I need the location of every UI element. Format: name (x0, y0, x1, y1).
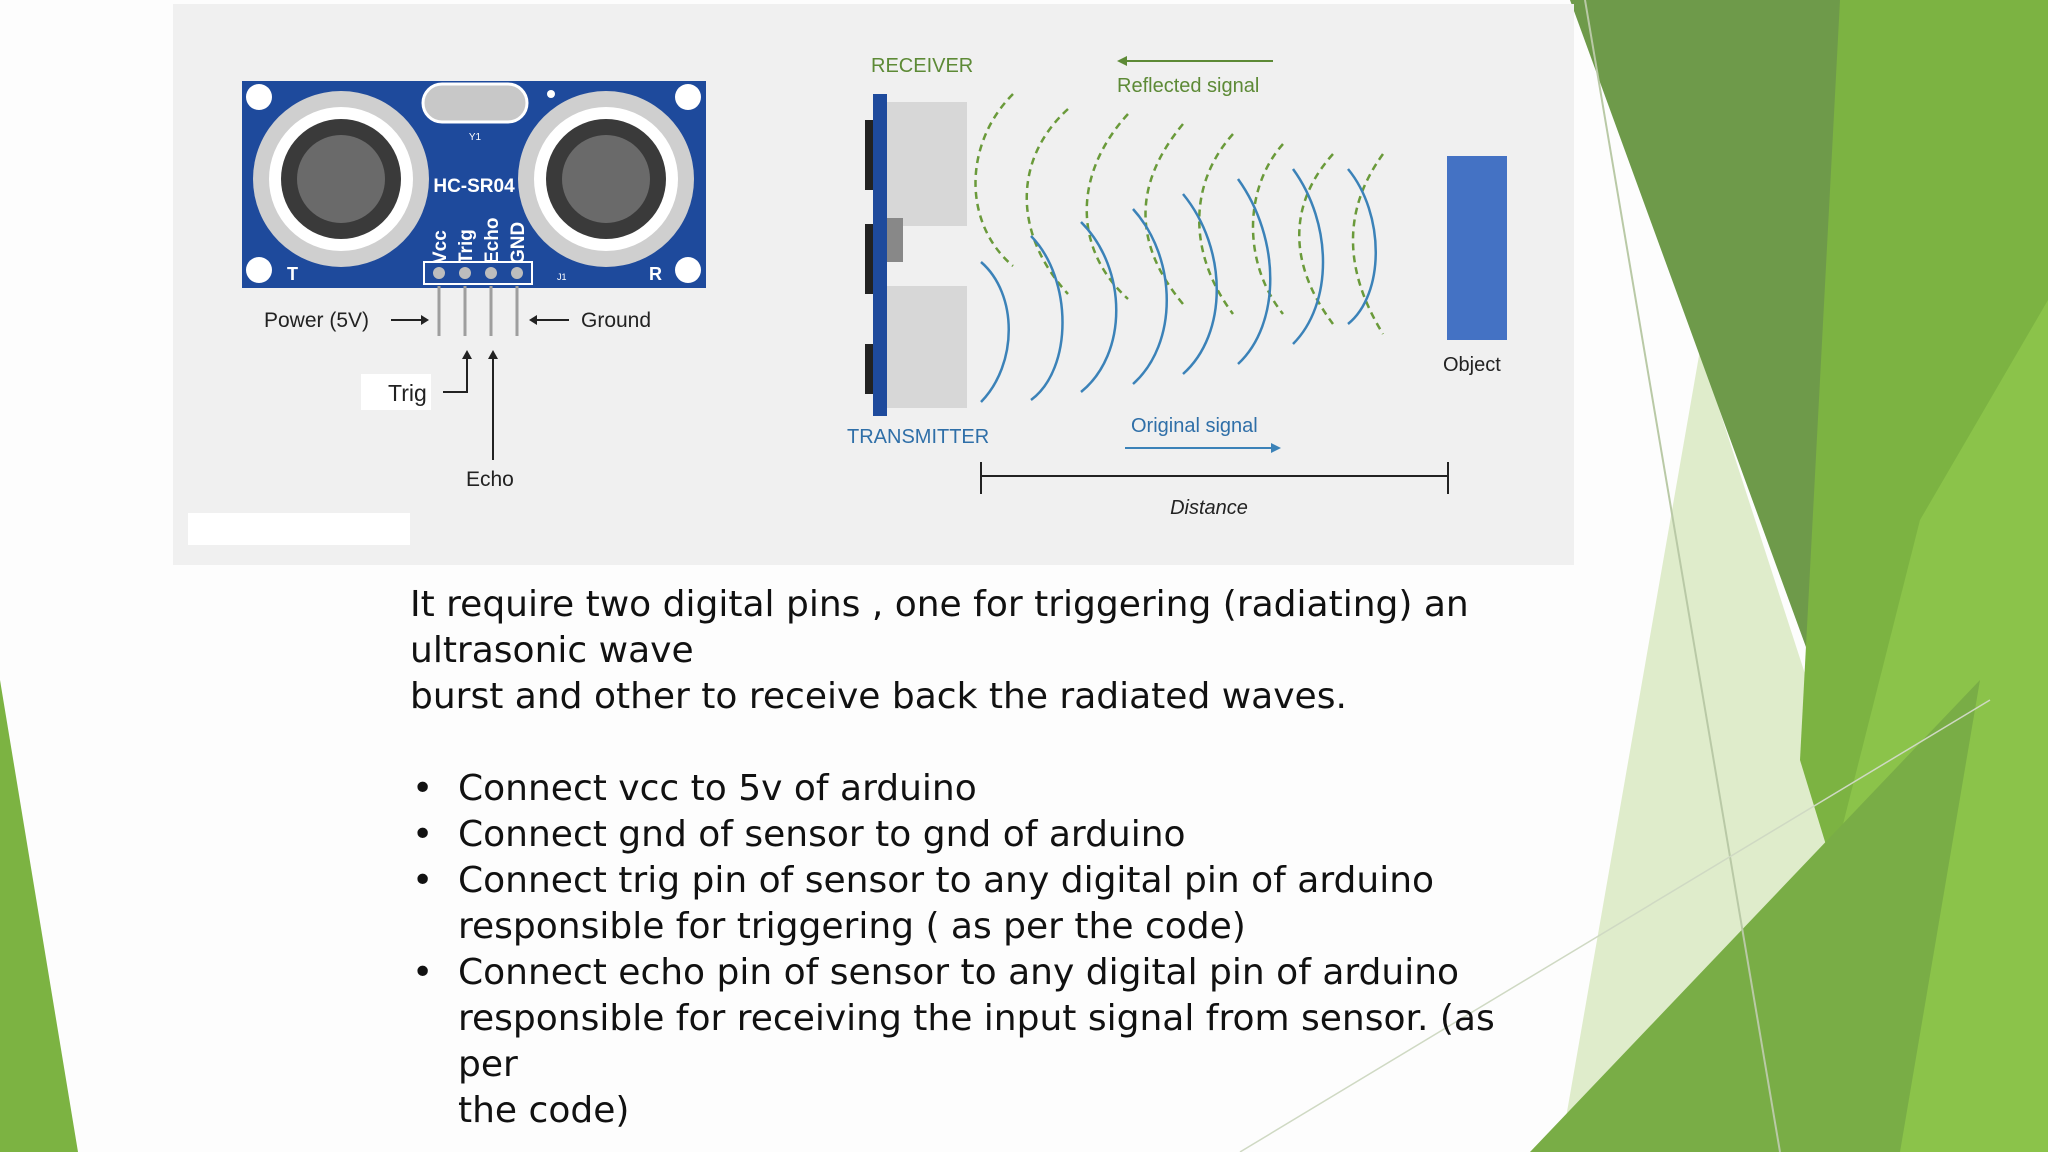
list-item-text: Connect echo pin of sensor to any digita… (458, 952, 1460, 993)
intro-line-2: ultrasonic wave (410, 630, 694, 671)
side-pin (865, 120, 873, 190)
list-item: • Connect echo pin of sensor to any digi… (410, 950, 1550, 1134)
list-item-text: Connect vcc to 5v of arduino (458, 768, 977, 809)
distance-label: Distance (1170, 497, 1248, 519)
list-item-text: Connect gnd of sensor to gnd of arduino (458, 814, 1186, 855)
r-mark: R (649, 264, 662, 284)
thin-line-1 (1584, 0, 1781, 1152)
t-mark: T (287, 264, 298, 284)
pin-label-vcc: Vcc (430, 230, 451, 264)
pin-label-trig: Trig (456, 229, 477, 264)
side-pin (865, 224, 873, 294)
transmitter-label: TRANSMITTER (847, 426, 989, 448)
power-label: Power (5V) (264, 309, 369, 332)
list-item-text: Connect trig pin of sensor to any digita… (458, 860, 1435, 901)
receiver-label: RECEIVER (871, 55, 973, 77)
list-item: • Connect trig pin of sensor to any digi… (410, 858, 1550, 950)
right-pale-shape (1560, 350, 1960, 1152)
sensor-figure: Y1 HC-SR04 T R Vcc Trig Echo GND J1 Powe… (173, 4, 1574, 565)
bullet-icon: • (412, 860, 434, 901)
ground-label: Ground (581, 309, 651, 332)
bullet-icon: • (412, 814, 434, 855)
ground-arrowhead (529, 315, 537, 325)
trig-arrow (443, 356, 468, 393)
target-object (1447, 156, 1507, 340)
mount-hole (246, 257, 272, 283)
side-board (873, 94, 887, 416)
crystal-label: Y1 (469, 132, 482, 143)
crystal-oscillator (421, 82, 529, 124)
echo-arrowhead (488, 350, 498, 359)
reflected-arrowhead (1117, 56, 1127, 66)
reflected-label: Reflected signal (1117, 75, 1259, 97)
pin-pad (459, 267, 471, 279)
trig-label-bg (361, 374, 431, 410)
receiver-can (887, 102, 967, 226)
original-arrowhead (1271, 443, 1281, 453)
power-arrowhead (421, 315, 429, 325)
blank-caption-area (188, 513, 410, 545)
intro-line-3: burst and other to receive back the radi… (410, 676, 1347, 717)
bottom-mid-shape (1530, 680, 1980, 1152)
pin-pad (485, 267, 497, 279)
pin-label-echo: Echo (482, 218, 503, 264)
right-green-shape (1800, 0, 2048, 1152)
sensor-diagram: Y1 HC-SR04 T R Vcc Trig Echo GND J1 Powe… (242, 55, 1507, 519)
bullet-icon: • (412, 768, 434, 809)
crystal-side (887, 218, 903, 262)
trig-arrowhead (462, 350, 472, 359)
original-waves (980, 168, 1377, 403)
list-item-text: the code) (458, 1090, 630, 1131)
left-green-shape (0, 680, 78, 1152)
mount-hole (246, 84, 272, 110)
object-label: Object (1443, 354, 1501, 376)
mount-hole (675, 84, 701, 110)
list-item: • Connect vcc to 5v of arduino (410, 766, 1550, 812)
board-dot (547, 90, 555, 98)
transducer-mesh (297, 135, 385, 223)
intro-line-1: It require two digital pins , one for tr… (410, 584, 1469, 625)
connector-label: J1 (557, 272, 567, 282)
pin-label-gnd: GND (508, 222, 529, 264)
list-item-text: responsible for triggering ( as per the … (458, 906, 1246, 947)
pin-pad (511, 267, 523, 279)
reflected-waves (974, 93, 1385, 335)
instruction-list: • Connect vcc to 5v of arduino • Connect… (410, 766, 1550, 1134)
right-dark-shape (1570, 0, 2048, 850)
trig-label: Trig (388, 380, 427, 406)
pin-header (423, 261, 533, 285)
module-model-label: HC-SR04 (433, 176, 515, 197)
transducer-mesh (562, 135, 650, 223)
right-bright-shape (1760, 300, 2048, 1152)
list-item-text: responsible for receiving the input sign… (458, 998, 1495, 1085)
bullet-icon: • (412, 952, 434, 993)
slide-text: It require two digital pins , one for tr… (410, 582, 1550, 1134)
list-item: • Connect gnd of sensor to gnd of arduin… (410, 812, 1550, 858)
transmitter-can (887, 286, 967, 408)
echo-label: Echo (466, 468, 514, 491)
pin-pad (433, 267, 445, 279)
side-pin (865, 344, 873, 394)
mount-hole (675, 257, 701, 283)
original-label: Original signal (1131, 415, 1258, 437)
